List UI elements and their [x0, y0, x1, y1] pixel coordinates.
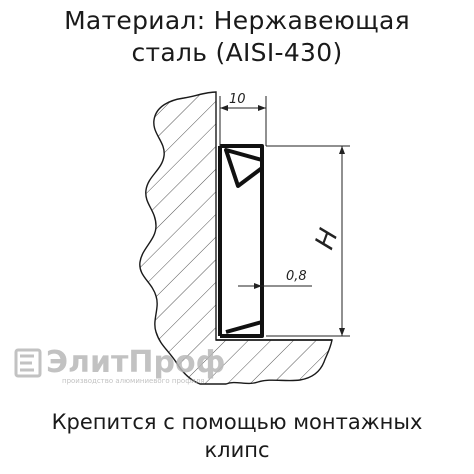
wall-left — [139, 91, 333, 385]
material-title-line1: Материал: Нержавеющая — [64, 6, 410, 35]
material-title-line2: сталь (AISI-430) — [131, 38, 343, 67]
dimension-thickness — [238, 283, 312, 289]
dimension-width-label: 10 — [229, 92, 246, 107]
mounting-caption-line1: Крепится с помощью монтажных — [51, 410, 423, 434]
profile-bottom-flange — [220, 306, 264, 338]
wall-section — [139, 91, 333, 385]
watermark-logo: ЭлитПроф производство алюминиевого профи… — [14, 345, 225, 385]
dimension-width — [219, 96, 267, 146]
profile-top-clip — [224, 148, 264, 188]
profile-top-flange — [220, 144, 264, 176]
mounting-caption-line2: клипс — [204, 438, 270, 462]
watermark-brand: ЭлитПроф — [46, 345, 225, 380]
watermark-tagline: производство алюминиевого профиля — [62, 377, 204, 385]
steel-profile — [218, 144, 264, 338]
dimension-height — [266, 145, 350, 337]
dimension-height-label: H — [310, 225, 345, 254]
dimension-thickness-label: 0,8 — [286, 269, 307, 284]
profile-bottom-clip — [225, 320, 263, 334]
